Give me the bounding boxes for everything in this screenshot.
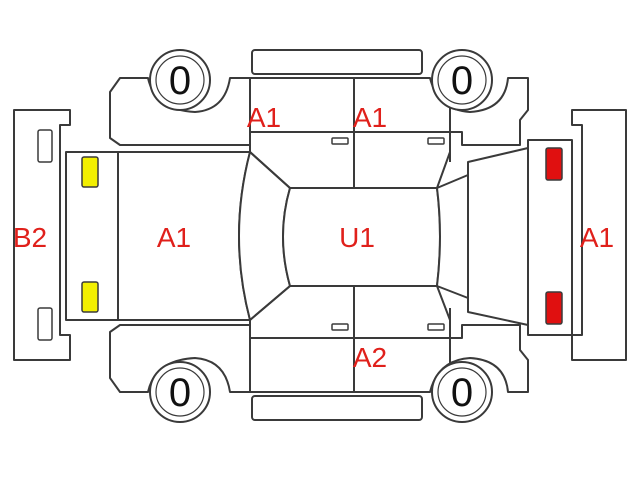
rear-lamp-left [545,147,563,181]
wheel-front-left-grade: 0 [169,59,191,103]
hood-code: A1 [157,222,191,253]
wheel-rear-right-grade: 0 [451,371,473,415]
rear-lamp-right [545,291,563,325]
wheel-rear-left: 0 [431,49,493,111]
front-lamp-right [81,281,99,313]
wheel-front-right: 0 [149,361,211,423]
front-door-left-code: A1 [247,102,281,133]
rear-bumper-panel [571,109,627,361]
front-bumper-panel [13,109,71,361]
front-bumper-code: B2 [13,222,47,253]
rear-door-left-code: A1 [353,102,387,133]
front-fascia [65,151,119,321]
wheel-rear-left-grade: 0 [451,59,473,103]
trunk-panel [467,147,529,326]
front-lamp-left [81,156,99,188]
wheel-rear-right: 0 [431,361,493,423]
rear-door-right-code: A2 [353,342,387,373]
wheel-front-right-grade: 0 [169,371,191,415]
rear-fascia [527,139,573,336]
rear-window [436,174,469,299]
roof-code: U1 [339,222,375,253]
wheel-front-left: 0 [149,49,211,111]
rear-bumper-code: A1 [580,222,614,253]
